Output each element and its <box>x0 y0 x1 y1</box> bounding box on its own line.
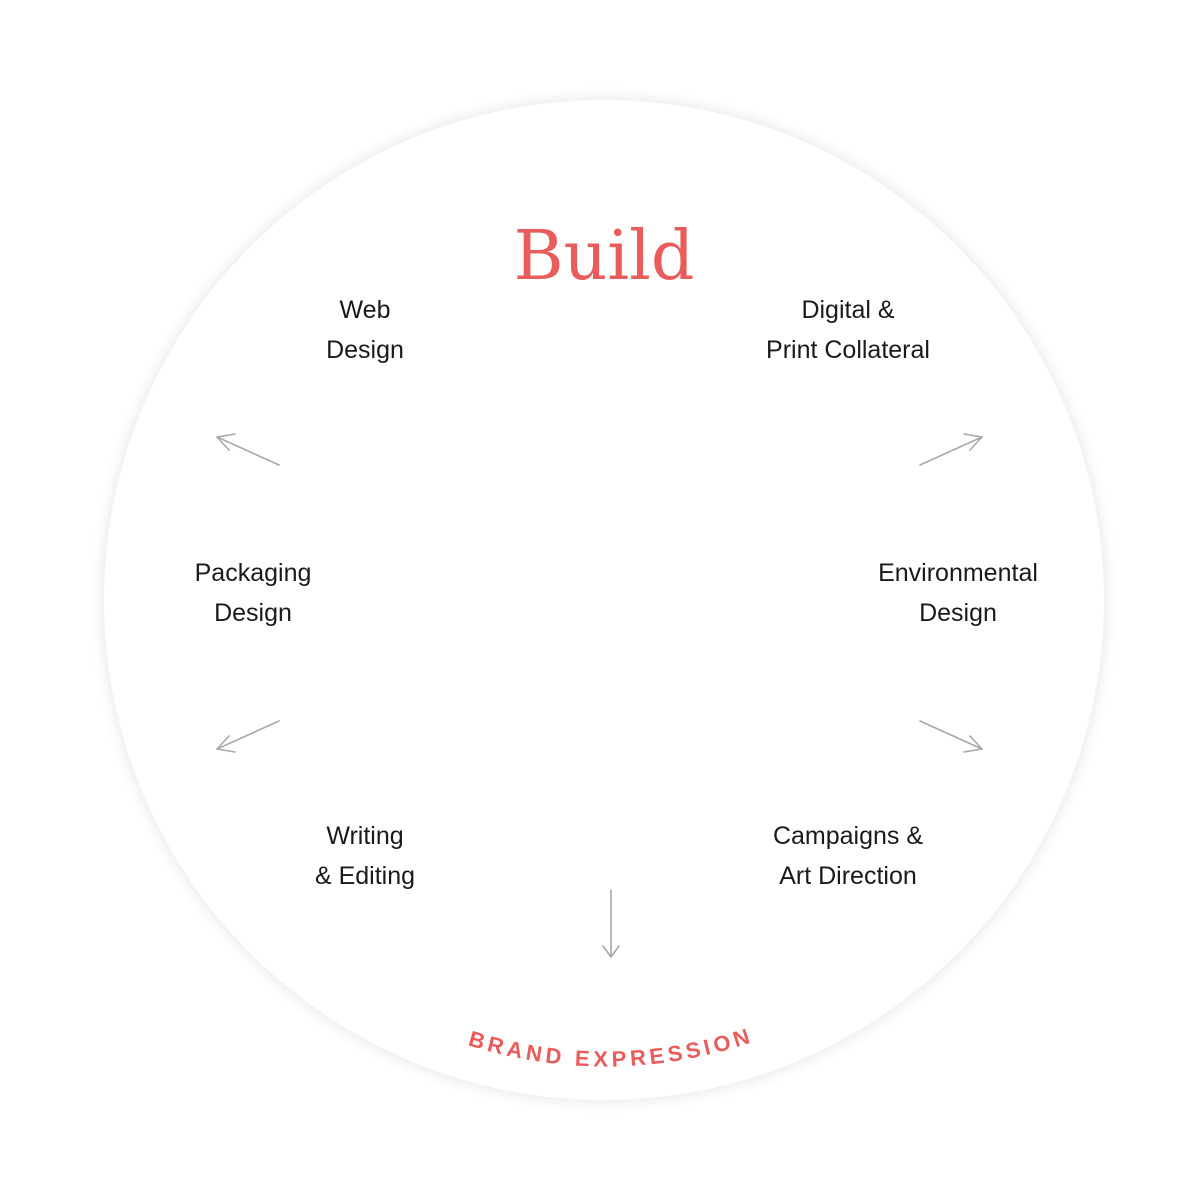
diagram-title: Build <box>513 217 695 296</box>
service-web-design: Web Design <box>215 290 515 370</box>
service-line: Web <box>339 296 391 324</box>
outer-circle <box>104 100 1104 1100</box>
service-line: Campaigns & <box>772 822 924 850</box>
service-line: Design <box>326 336 404 364</box>
service-line: Design <box>214 599 292 627</box>
service-line: Packaging <box>194 559 312 587</box>
service-line: Art Direction <box>779 862 917 890</box>
service-campaigns-art-direction: Campaigns & Art Direction <box>698 816 998 896</box>
service-line: Digital & <box>801 296 895 324</box>
service-packaging-design: Packaging Design <box>103 553 403 633</box>
service-writing-editing: Writing & Editing <box>215 816 515 896</box>
service-line: Writing <box>326 822 404 850</box>
service-digital-print-collateral: Digital & Print Collateral <box>698 290 998 370</box>
service-line: Environmental <box>878 559 1038 587</box>
service-line: Design <box>919 599 997 627</box>
service-environmental-design: Environmental Design <box>808 553 1108 633</box>
service-line: & Editing <box>314 862 416 890</box>
service-line: Print Collateral <box>766 336 930 364</box>
